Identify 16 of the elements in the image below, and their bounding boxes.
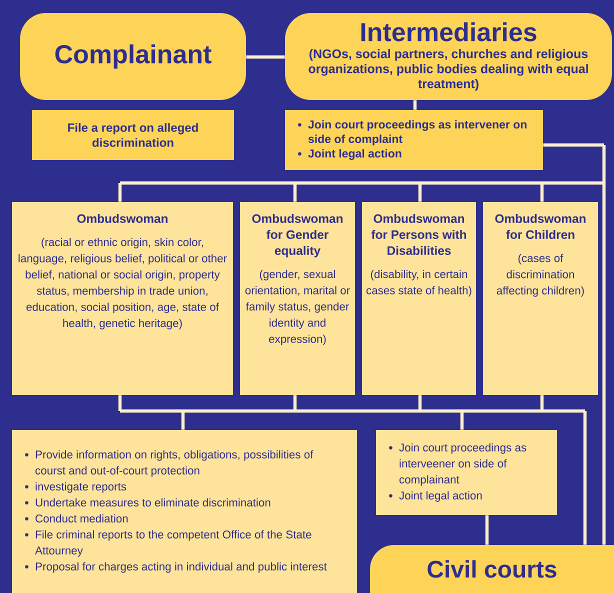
bullet-list-box: Provide information on rights, obligations, possibilities of courst and out-of-court protection investigate reports Undertake measures to eliminate discrimination Conduct mediation File criminal reports to the competent Office of the State Attourney Proposal for charges acting in individual and public interest bbox=[12, 430, 357, 593]
category-box: Ombudswoman for Gender equality (gender, sexual orientation, marital or family status, gender identity and expression) bbox=[240, 202, 355, 395]
connector-line bbox=[118, 394, 587, 546]
rounded-box: Civil courts bbox=[370, 544, 614, 593]
category-box: Ombudswoman (racial or ethnic origin, skin color, language, religious belief, political or other belief, national or social origin, property status, membership in trade union, education, social position, age, state of health, genetic heritage) bbox=[12, 202, 233, 395]
category-box: Ombudswoman for Persons with Disabilities (disability, in certain cases state of health) bbox=[362, 202, 476, 395]
rounded-box: Complainant bbox=[20, 12, 246, 100]
category-box: Ombudswoman for Children (cases of discrimination affecting children) bbox=[483, 202, 598, 395]
connector-line bbox=[413, 100, 417, 110]
connector-line bbox=[246, 55, 285, 59]
bullet-list-box: Join court proceedings as intervener on side of complaint Joint legal action bbox=[285, 110, 543, 170]
rounded-box: Intermediaries (NGOs, social partners, churches and religious organizations, public bodies dealing with equal treatment) bbox=[285, 12, 612, 100]
connector-line bbox=[118, 143, 606, 546]
bullet-list-box: Join court proceedings as interveener on side of complainant Joint legal action bbox=[376, 430, 557, 515]
text-box: File a report on alleged discrimination bbox=[32, 110, 234, 160]
connector-line bbox=[485, 515, 489, 545]
